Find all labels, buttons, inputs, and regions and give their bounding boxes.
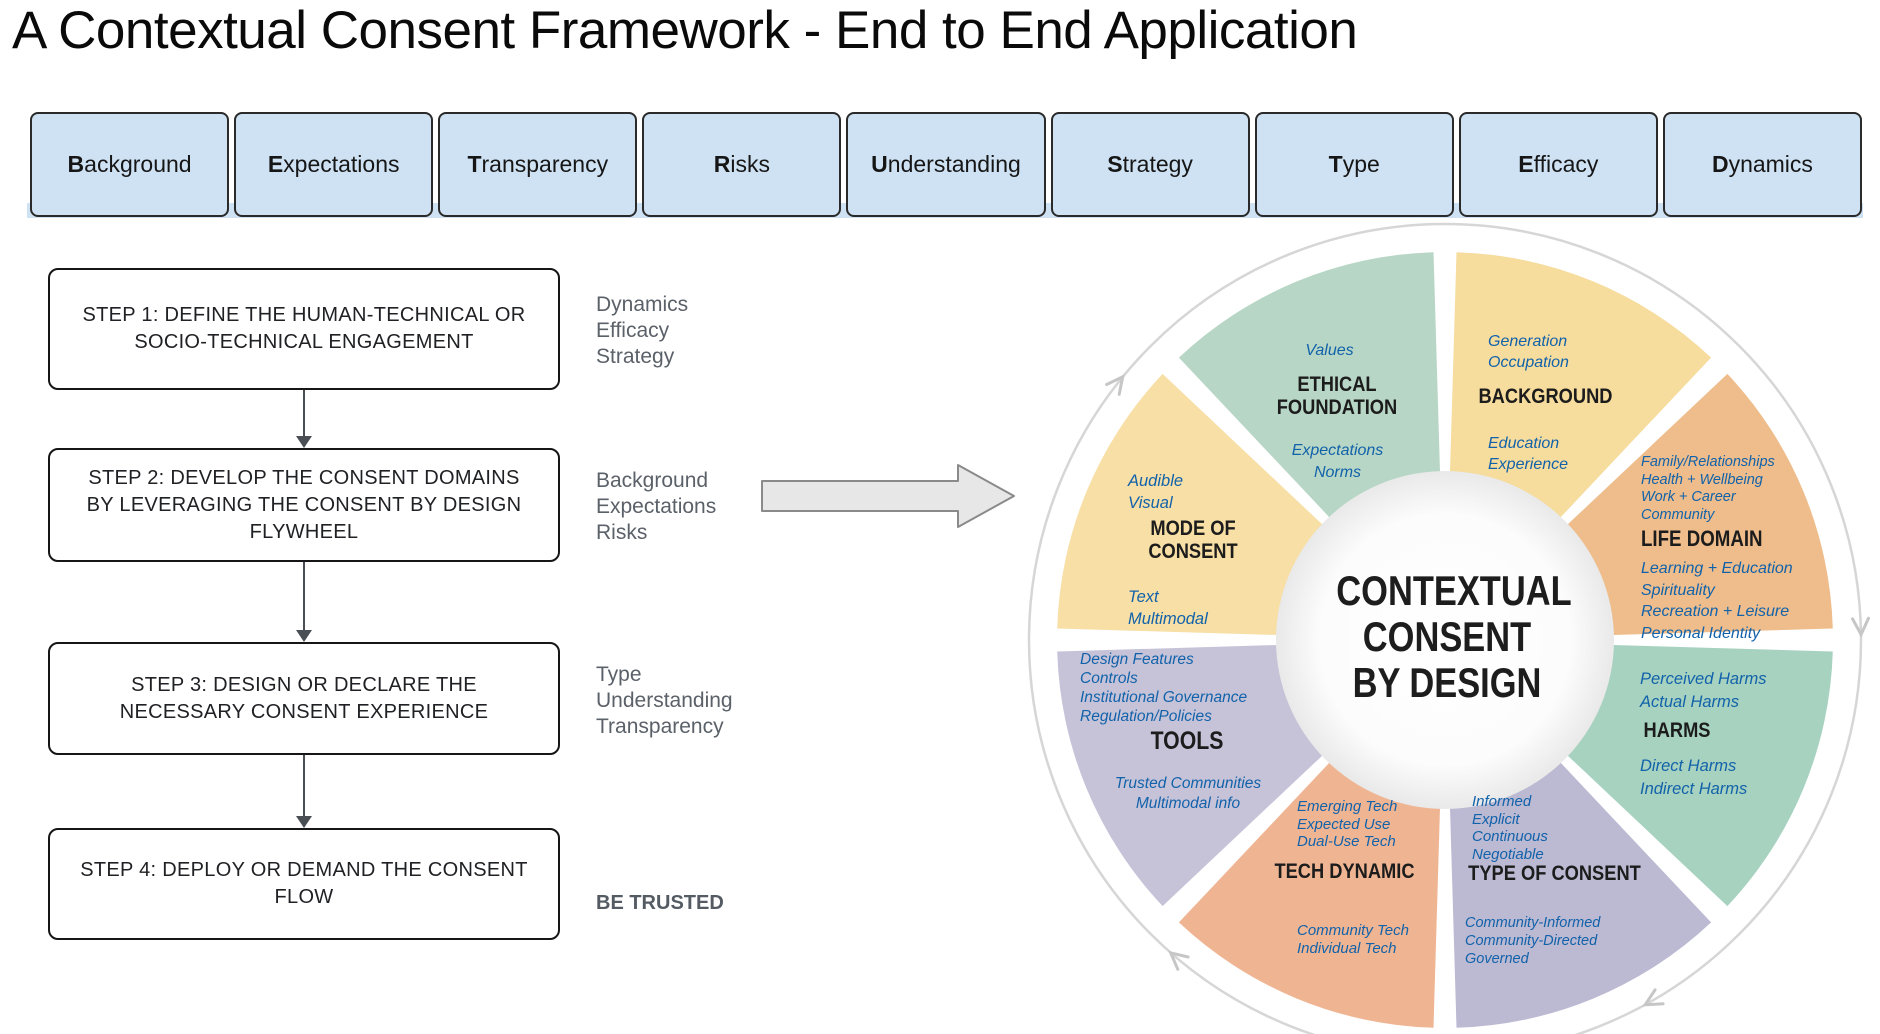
segment-mode-of-consent-items-bottom: Text Multimodal: [1128, 588, 1208, 628]
tab-risks[interactable]: Risks: [642, 112, 842, 217]
segment-harms-items-bottom: Direct Harms Indirect Harms: [1640, 757, 1748, 798]
segment-life-domain-title: LIFE DOMAIN: [1641, 526, 1763, 551]
tab-label: Understanding: [871, 151, 1021, 177]
segment-type-of-consent-items-top: Informed Explicit Continuous Negotiable: [1472, 793, 1548, 863]
page-title: A Contextual Consent Framework - End to …: [12, 1, 1358, 60]
tab-label: Transparency: [467, 151, 609, 177]
step-2-side-labels: Background Expectations Risks: [596, 469, 717, 544]
segment-tools-title: TOOLS: [1150, 727, 1224, 755]
rotation-arrow-icon: [1168, 950, 1190, 971]
segment-life-domain-items-bottom: Learning + Education Spirituality Recrea…: [1641, 560, 1793, 642]
segment-harms-title: HARMS: [1643, 718, 1711, 742]
tab-label: Efficacy: [1518, 151, 1599, 177]
wheel-segment-harms: [1567, 645, 1833, 907]
tab-label: Risks: [713, 151, 770, 177]
tab-dynamics[interactable]: Dynamics: [1662, 112, 1862, 217]
segment-life-domain-items-top: Family/Relationships Health + Wellbeing …: [1641, 454, 1775, 523]
flywheel-inner-circle: [1276, 471, 1614, 809]
segment-background-title: BACKGROUND: [1478, 384, 1613, 408]
step-4-side-labels: BE TRUSTED: [596, 892, 724, 914]
flywheel-segments: [1057, 252, 1833, 1028]
segment-ethical-foundation-items-top: Values: [1305, 342, 1354, 359]
segment-ethical-foundation-title: ETHICAL FOUNDATION: [1276, 372, 1398, 419]
tab-type[interactable]: Type: [1254, 112, 1454, 217]
flow-arrow-3-4: [296, 755, 312, 828]
tab-label: Type: [1328, 151, 1380, 177]
segment-ethical-foundation-items-bottom: Expectations Norms: [1291, 442, 1384, 481]
rotation-arrow-icon: [1642, 988, 1665, 1007]
segment-tools-items-bottom: Trusted Communities Multimodal info: [1114, 775, 1262, 812]
wheel-segment-mode-of-consent: [1057, 373, 1323, 635]
segment-mode-of-consent-items-top: Audible Visual: [1128, 472, 1184, 512]
tab-expectations[interactable]: Expectations: [234, 112, 434, 217]
segment-tech-dynamic-title: TECH DYNAMIC: [1274, 859, 1415, 883]
segment-tech-dynamic-items-bottom: Community Tech Individual Tech: [1297, 922, 1409, 957]
segment-tech-dynamic-items-top: Emerging Tech Expected Use Dual-Use Tech: [1297, 798, 1398, 850]
wheel-segment-ethical-foundation: [1178, 252, 1440, 518]
rotation-arrow-icon: [1105, 374, 1125, 396]
tab-understanding[interactable]: Understanding: [846, 112, 1046, 217]
wheel-segment-type-of-consent: [1450, 762, 1712, 1028]
rotation-arrow-icon: [1851, 616, 1870, 638]
flow-step-3: STEP 3: DESIGN OR DECLARE THE NECESSARY …: [48, 642, 560, 755]
tab-label: Dynamics: [1711, 151, 1813, 177]
tab-background[interactable]: Background: [30, 112, 230, 217]
tab-efficacy[interactable]: Efficacy: [1458, 112, 1658, 217]
segment-tools-items-top: Design Features Controls Institutional G…: [1080, 651, 1248, 725]
tab-label: Strategy: [1107, 151, 1193, 177]
wheel-segment-tools: [1057, 645, 1323, 907]
segment-type-of-consent-items-bottom: Community-Informed Community-Directed Go…: [1465, 915, 1601, 967]
segment-mode-of-consent-title: MODE OF CONSENT: [1148, 516, 1238, 563]
wheel-segment-life-domain: [1567, 373, 1833, 635]
tab-label: Expectations: [267, 151, 400, 177]
wheel-segment-background: [1450, 252, 1712, 518]
wheel-segment-tech-dynamic: [1178, 762, 1440, 1028]
flow-step-4: STEP 4: DEPLOY OR DEMAND THE CONSENT FLO…: [48, 828, 560, 940]
tab-label: Background: [67, 151, 192, 177]
domain-tab-bar: Background Expectations Transparency Ris…: [30, 112, 1862, 217]
segment-background-items-bottom: Education Experience: [1488, 435, 1569, 473]
flow-step-2: STEP 2: DEVELOP THE CONSENT DOMAINS BY L…: [48, 448, 560, 562]
flow-to-wheel-arrow-icon: [761, 464, 1015, 528]
flow-arrow-2-3: [296, 562, 312, 642]
flow-arrow-1-2: [296, 390, 312, 448]
flywheel-outer-ring: [1027, 222, 1863, 1034]
step-1-side-labels: Dynamics Efficacy Strategy: [596, 293, 689, 368]
step-3-side-labels: Type Understanding Transparency: [596, 663, 733, 738]
tab-transparency[interactable]: Transparency: [438, 112, 638, 217]
segment-harms-items-top: Perceived Harms Actual Harms: [1640, 670, 1767, 711]
flywheel-rotation-arrows: [1105, 374, 1870, 1007]
flywheel-center-title: CONTEXTUAL CONSENT BY DESIGN: [1336, 567, 1572, 706]
flywheel-svg: [1027, 222, 1870, 1034]
segment-background-items-top: Generation Occupation: [1488, 333, 1569, 371]
flow-step-1: STEP 1: DEFINE THE HUMAN-TECHNICAL OR SO…: [48, 268, 560, 390]
consent-flywheel-diagram: Values ETHICAL FOUNDATION Expectations N…: [1000, 200, 1880, 1034]
tab-strategy[interactable]: Strategy: [1050, 112, 1250, 217]
segment-type-of-consent-title: TYPE OF CONSENT: [1468, 861, 1641, 885]
